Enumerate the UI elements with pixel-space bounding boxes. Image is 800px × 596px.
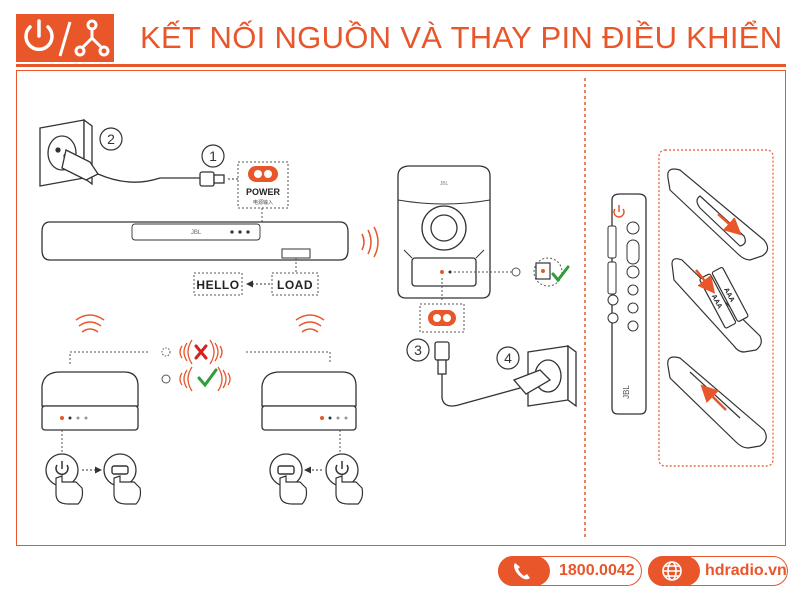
phone-icon (514, 563, 530, 580)
step-1-badge: 1 (201, 144, 225, 168)
phone-contact[interactable]: 1800.0042 (498, 556, 642, 586)
plug-2 (512, 369, 552, 395)
wireless-waves-left (75, 314, 105, 333)
power-connector-2 (434, 341, 521, 407)
step-2-badge: 2 (99, 127, 123, 151)
remote-power-icon (613, 205, 625, 218)
press-pair-right (269, 453, 308, 505)
power-icon (24, 19, 54, 52)
page-title: KẾT NỐI NGUỒN VÀ THAY PIN ĐIỀU KHIỂN (140, 20, 783, 55)
arrow-insert (695, 269, 716, 294)
pairing-line-top (69, 351, 150, 364)
header: KẾT NỐI NGUỒN VÀ THAY PIN ĐIỀU KHIỂN (16, 10, 786, 62)
display-hello: HELLO (193, 272, 243, 296)
wireless-waves-main (361, 226, 379, 258)
arrow-slide-out (717, 213, 742, 236)
press-power-left (45, 453, 84, 505)
step-2-label: 2 (107, 131, 115, 147)
pair-status-fail (161, 339, 223, 365)
display-hello-text: HELLO (196, 278, 239, 292)
remote-brand: JBL (622, 385, 631, 399)
rear-speaker-right (261, 371, 357, 431)
sub-status-detail (533, 257, 570, 287)
sub-connect-indicator (511, 267, 521, 277)
logo-box (16, 14, 114, 62)
arrow-slide-in (700, 384, 727, 411)
rear-speaker-left (41, 371, 139, 431)
press-pair-left (103, 453, 142, 505)
globe-icon-bg (648, 556, 700, 586)
press-power-right (325, 453, 364, 505)
display-load: LOAD (271, 272, 319, 296)
power-port-callout: POWER 电源输入 (237, 161, 289, 209)
website-url: hdradio.vn (705, 562, 787, 579)
pairing-line-top-r (246, 351, 331, 364)
step-1-label: 1 (209, 148, 217, 164)
network-icon (74, 19, 110, 57)
step-4-badge: 4 (496, 346, 520, 370)
pair-status-ok (161, 366, 231, 392)
soundbar-brand: JBL (191, 230, 202, 236)
header-divider (16, 64, 786, 67)
step-3-badge: 3 (406, 338, 430, 362)
subwoofer (397, 165, 491, 299)
sub-power-port-callout (419, 303, 465, 333)
remote-control (607, 193, 647, 415)
plug-1 (61, 149, 205, 183)
check-icon-sub (551, 265, 570, 283)
power-port-sublabel: 电源输入 (253, 199, 273, 206)
website-contact[interactable]: hdradio.vn (648, 556, 788, 586)
globe-icon (662, 561, 682, 581)
power-connector-1 (199, 171, 225, 187)
step-3-label: 3 (414, 342, 422, 358)
subwoofer-brand: JBL (440, 181, 449, 187)
diagram-frame (16, 70, 786, 546)
check-icon (197, 368, 218, 388)
phone-icon-bg (498, 556, 550, 586)
power-port-label: POWER (246, 187, 281, 197)
wireless-waves-right (295, 314, 325, 333)
display-load-text: LOAD (277, 278, 313, 292)
slash-divider (58, 21, 72, 57)
phone-number: 1800.0042 (559, 562, 635, 579)
step-4-label: 4 (504, 350, 512, 366)
cross-icon (194, 344, 208, 360)
soundbar (41, 221, 349, 261)
